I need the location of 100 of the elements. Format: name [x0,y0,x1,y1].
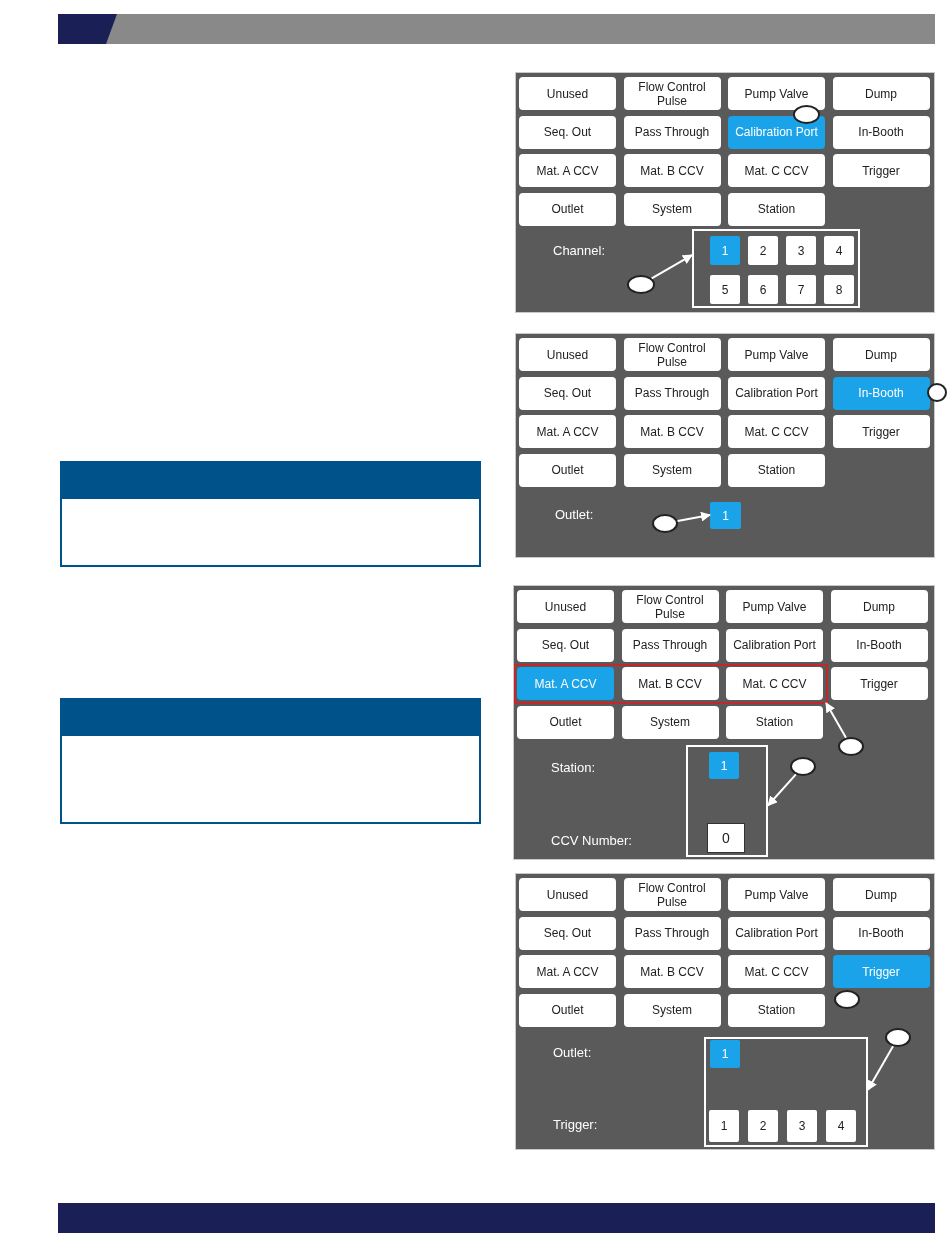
option-button: Station [726,705,823,739]
number-key: 7 [786,275,816,304]
option-button: System [623,993,721,1027]
leader-arrow [767,773,797,807]
option-button: Dump [832,878,930,911]
option-button: Unused [519,77,616,110]
option-button: System [623,192,721,226]
callout-circle [627,275,655,294]
number-key: 8 [824,275,854,304]
number-key: 4 [824,236,854,265]
number-key: 5 [710,275,740,304]
option-button: Pass Through [623,376,721,410]
option-button: Flow Control Pulse [623,878,721,911]
number-field: 0 [707,823,745,853]
highlight-frame [514,664,828,704]
option-button: Mat. C CCV [728,415,825,448]
option-button: Mat. B CCV [623,955,721,988]
number-key: 3 [786,236,816,265]
option-button: Pass Through [623,115,721,149]
option-button: Unused [519,338,616,371]
callout-circle [838,737,864,756]
option-button: Station [728,453,825,487]
option-button: Station [728,993,825,1027]
screen-panel [515,873,935,1150]
option-button: Outlet [517,705,614,739]
number-key: 4 [826,1110,856,1142]
leader-arrow [867,1045,894,1091]
option-button: Mat. A CCV [519,415,616,448]
option-button: Pass Through [623,916,721,950]
number-key: 2 [748,236,778,265]
callout-circle [885,1028,911,1047]
field-label: Trigger: [553,1117,598,1132]
option-button: System [621,705,719,739]
option-button: Mat. C CCV [726,667,823,700]
callout-circle [834,990,860,1009]
option-button: Calibration Port [728,376,825,410]
field-label: Station: [551,760,596,775]
option-button: Trigger [830,667,928,700]
option-button: System [623,453,721,487]
number-key: 2 [748,1110,778,1142]
option-button: Mat. B CCV [623,154,721,187]
option-button: Pump Valve [728,338,825,371]
leader-arrow [650,254,693,280]
option-button: Mat. A CCV [517,667,614,700]
field-label: Channel: [553,243,606,258]
option-button: Pump Valve [726,590,823,623]
option-button: Dump [832,77,930,110]
number-key: 1 [709,752,739,779]
option-button: Trigger [832,415,930,448]
field-label: CCV Number: [551,833,632,848]
leader-arrow [825,702,847,739]
option-button: Pass Through [621,628,719,662]
option-button: Mat. B CCV [621,667,719,700]
selection-frame [692,229,860,308]
option-button: In-Booth [832,115,930,149]
callout-circle [790,757,816,776]
option-button: Unused [517,590,614,623]
option-button: Dump [832,338,930,371]
option-button: In-Booth [832,376,930,410]
option-button: Calibration Port [728,115,825,149]
option-button: Seq. Out [519,376,616,410]
option-button: Flow Control Pulse [623,338,721,371]
option-button: Calibration Port [728,916,825,950]
option-button: Mat. C CCV [728,154,825,187]
option-button: Outlet [519,453,616,487]
option-button: In-Booth [832,916,930,950]
option-button: Pump Valve [728,878,825,911]
callout-circle [927,383,947,402]
option-button: Trigger [832,955,930,988]
number-key: 1 [710,236,740,265]
number-key: 6 [748,275,778,304]
option-button: Flow Control Pulse [623,77,721,110]
option-button: Seq. Out [519,916,616,950]
field-label: Outlet: [553,1045,592,1060]
option-button: Seq. Out [519,115,616,149]
option-button: Mat. C CCV [728,955,825,988]
number-key: 1 [709,1110,739,1142]
option-button: Unused [519,878,616,911]
option-button: Trigger [832,154,930,187]
option-button: Mat. B CCV [623,415,721,448]
option-button: Seq. Out [517,628,614,662]
number-key: 1 [710,502,741,529]
option-button: Station [728,192,825,226]
option-button: Mat. A CCV [519,955,616,988]
field-label: Outlet: [555,507,594,522]
screen-panel [515,72,935,313]
selection-frame [704,1037,868,1147]
option-button: In-Booth [830,628,928,662]
option-button: Outlet [519,192,616,226]
callout-circle [652,514,678,533]
number-key: 3 [787,1110,817,1142]
option-button: Dump [830,590,928,623]
leader-arrow [676,511,711,523]
screen-panel [513,585,935,860]
note-box [60,698,481,824]
option-button: Mat. A CCV [519,154,616,187]
option-button: Outlet [519,993,616,1027]
note-box [60,461,481,567]
selection-frame [686,745,768,857]
option-button: Flow Control Pulse [621,590,719,623]
